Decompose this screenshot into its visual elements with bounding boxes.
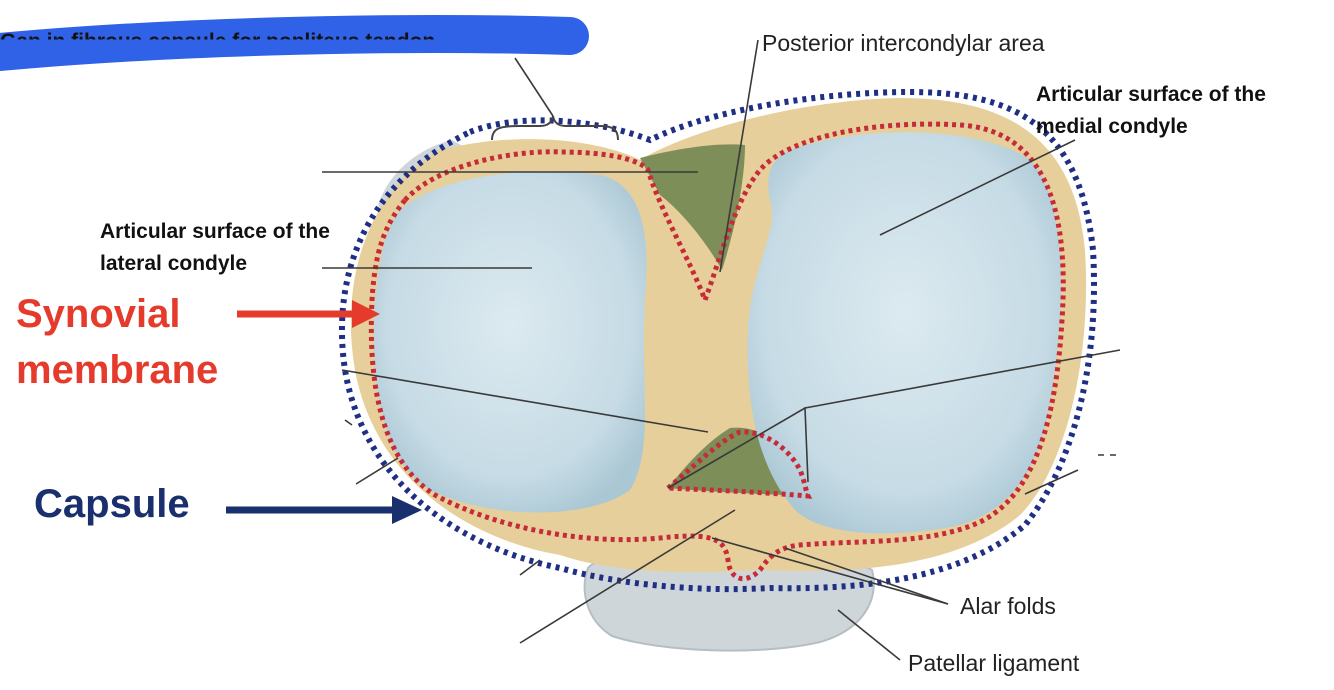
leader-left-2 — [356, 458, 398, 484]
patellar-ligament-shape — [585, 558, 874, 650]
alar-folds-label: Alar folds — [960, 593, 1056, 620]
leader-patellar — [838, 610, 900, 660]
leader-gap-popliteus — [515, 58, 553, 116]
medial-condyle-cartilage — [748, 132, 1061, 533]
synovial-membrane-label: Synovial membrane — [16, 286, 236, 398]
posterior-intercondylar-label: Posterior intercondylar area — [762, 30, 1045, 57]
patellar-ligament-label: Patellar ligament — [908, 650, 1079, 677]
lateral-condyle-cartilage — [374, 171, 647, 512]
capsule-arrow — [226, 496, 422, 524]
medial-condyle-label: Articular surface of the medial condyle — [1036, 79, 1306, 143]
capsule-label: Capsule — [34, 476, 190, 532]
bracket-brace — [492, 116, 618, 140]
leader-left-1 — [345, 420, 352, 425]
synovial-arrow — [237, 300, 380, 328]
lateral-condyle-label: Articular surface of the lateral condyle — [100, 216, 370, 280]
